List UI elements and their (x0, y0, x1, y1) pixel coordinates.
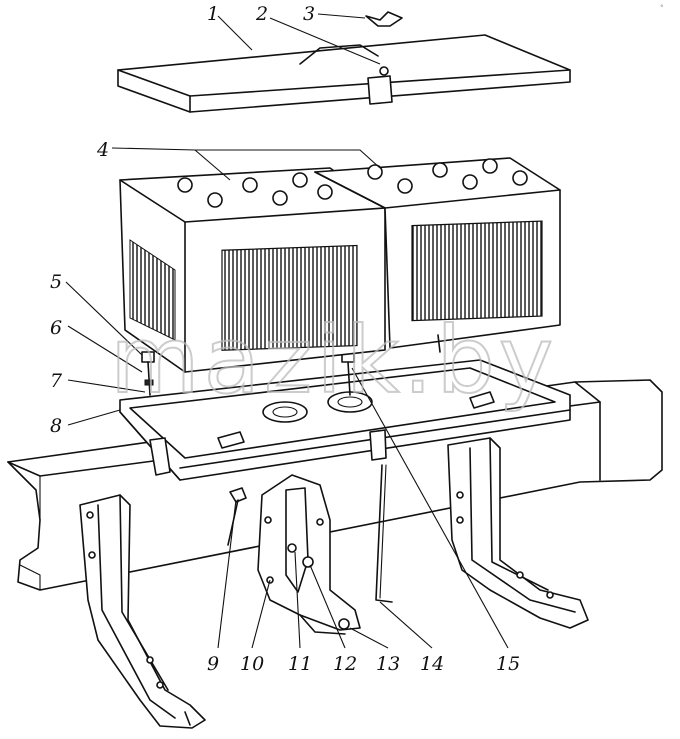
callout-12: 12 (333, 653, 357, 675)
leader-lines (65, 13, 509, 649)
callout-4: 4 (96, 139, 109, 161)
battery-tray (119, 359, 571, 481)
callout-labels: 1 2 3 4 5 6 7 8 9 10 11 12 13 14 15 (50, 3, 520, 675)
callout-5: 5 (50, 271, 62, 293)
callout-11: 11 (288, 653, 312, 675)
left-support-bracket (79, 494, 206, 729)
callout-8: 8 (50, 415, 62, 437)
battery-box-lid (117, 34, 571, 113)
right-support-bracket (447, 437, 589, 629)
callout-3: 3 (303, 3, 315, 25)
tie-rod-14 (375, 464, 393, 603)
bolt-9 (227, 487, 247, 546)
bolt-5 (141, 351, 155, 396)
wing-nut (365, 11, 403, 27)
callout-6: 6 (50, 317, 62, 339)
battery-right (314, 157, 561, 353)
callout-10: 10 (240, 653, 264, 675)
callout-13: 13 (376, 653, 400, 675)
center-mount-plate (257, 474, 361, 635)
callout-7: 7 (50, 370, 63, 392)
callout-2: 2 (255, 3, 268, 25)
callout-15: 15 (496, 653, 520, 675)
callout-9: 9 (207, 653, 219, 675)
callout-1: 1 (207, 3, 219, 25)
corner-mark: ° (660, 4, 664, 12)
battery-left (119, 167, 386, 373)
callout-14: 14 (420, 653, 444, 675)
watermark: mazik.by (110, 307, 557, 414)
